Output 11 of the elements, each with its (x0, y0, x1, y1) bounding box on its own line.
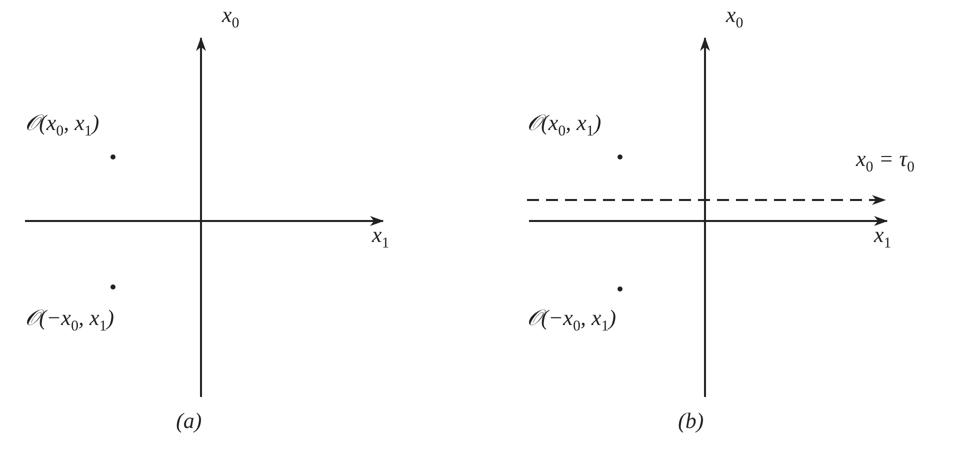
point-label: 𝒪(x$_{0}$, x$_{1}$) (527, 110, 602, 142)
equation-label: x$_{0}$ = τ$_{0}$ (856, 146, 914, 178)
point-label: 𝒪(x$_{0}$, x$_{1}$) (25, 110, 100, 142)
panel-label: (a) (176, 408, 202, 434)
axis-label: x$_{0}$ (726, 2, 744, 34)
point-label: 𝒪(−x$_{0}$, x$_{1}$) (527, 305, 616, 336)
axis-label: x$_{1}$ (874, 222, 892, 254)
axis-label: x$_{0}$ (222, 2, 240, 34)
panel-label: (b) (678, 408, 704, 434)
point-label: 𝒪(−x$_{0}$, x$_{1}$) (25, 305, 114, 336)
axis-label: x$_{1}$ (372, 222, 390, 254)
